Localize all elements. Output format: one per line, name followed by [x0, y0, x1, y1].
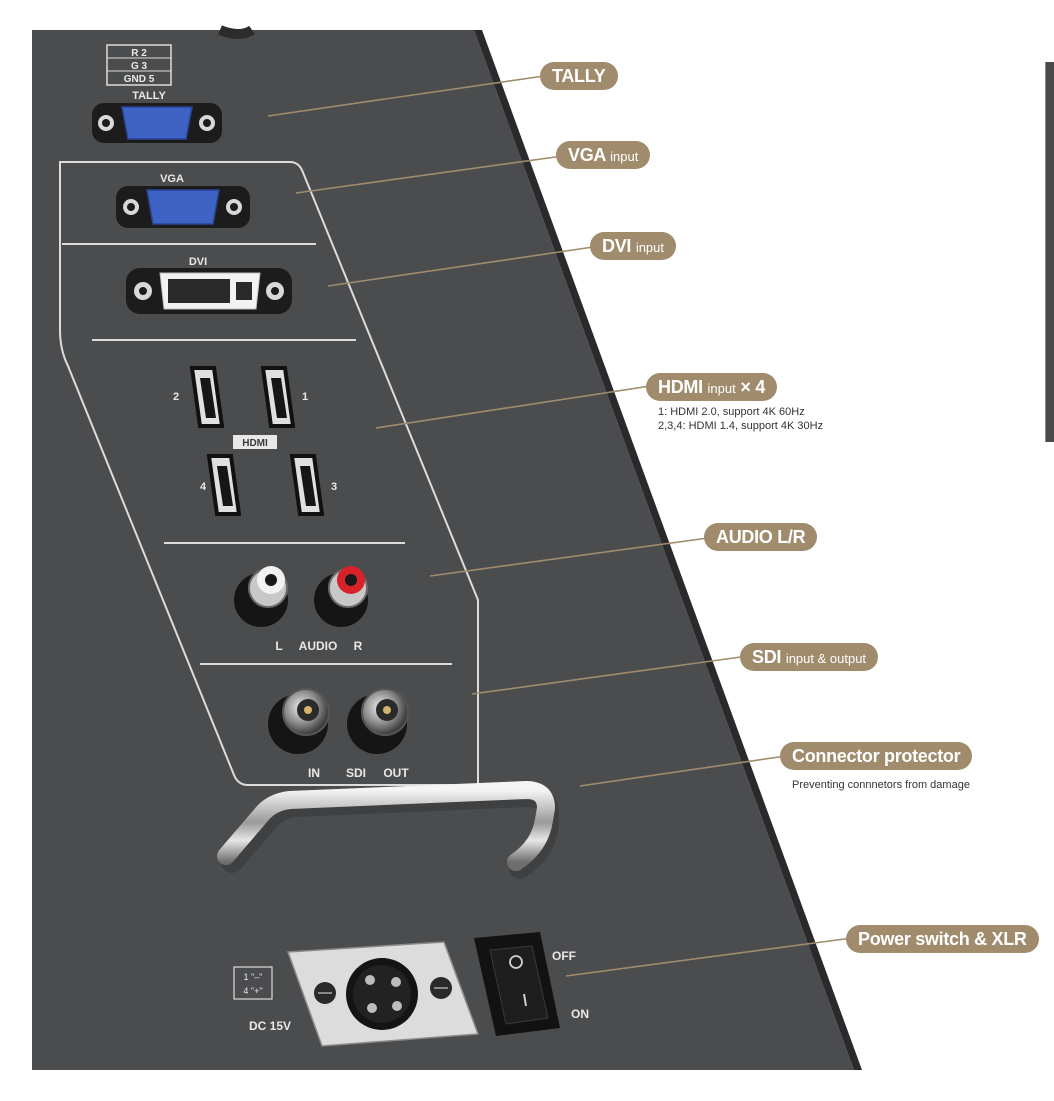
hdmi-callout-suffix: × 4	[740, 377, 766, 397]
connector-protector-handle	[217, 780, 559, 879]
switch-on-label: ON	[571, 1007, 589, 1021]
tally-legend-row: GND 5	[124, 74, 155, 85]
dc-voltage-label: DC 15V	[249, 1019, 291, 1033]
tally-legend-row: R 2	[131, 48, 147, 59]
xlr-power-connector	[286, 941, 480, 1047]
audio-l-label: L	[275, 639, 282, 653]
dvi-panel-label: DVI	[189, 256, 207, 268]
audio-r-jack	[314, 566, 368, 627]
housing-edge	[474, 30, 862, 1070]
power-callout-text: Power switch & XLR	[858, 929, 1027, 949]
hdmi-panel-label: HDMI	[242, 438, 268, 449]
tally-callout: TALLY	[540, 62, 618, 90]
power-rocker-switch	[474, 932, 560, 1036]
sdi-out-port	[347, 688, 409, 754]
hdmi-callout: HDMI input × 4	[646, 373, 778, 401]
sdi-callout-main: SDI	[752, 647, 782, 667]
hdmi-label-plate	[233, 435, 277, 449]
hdmi-port	[189, 366, 225, 428]
sdi-out-label: OUT	[383, 766, 409, 780]
sdi-callout-sub: input & output	[785, 651, 867, 666]
vga-port	[116, 186, 250, 228]
hdmi-callout-main: HDMI	[658, 377, 703, 397]
vga-callout: VGA input	[556, 141, 651, 169]
dvi-callout-main: DVI	[602, 236, 632, 256]
vga-callout-main: VGA	[568, 145, 606, 165]
audio-l-jack	[234, 566, 288, 627]
power-callout: Power switch & XLR	[846, 925, 1039, 953]
tally-callout-text: TALLY	[552, 66, 606, 86]
audio-leader-line	[429, 537, 709, 577]
sdi-leader-line	[471, 655, 749, 695]
sdi-in-label: IN	[308, 766, 320, 780]
audio-r-label: R	[354, 639, 363, 653]
hdmi-port	[289, 454, 325, 516]
hdmi-spec-notes: 1: HDMI 2.0, support 4K 60Hz 2,3,4: HDMI…	[658, 405, 823, 433]
protector-note: Preventing connnetors from damage	[792, 779, 970, 791]
hdmi-port	[206, 454, 242, 516]
dvi-port	[126, 268, 292, 314]
hdmi-port-number: 3	[331, 481, 337, 493]
tally-leader-line	[267, 75, 545, 117]
protector-callout-text: Connector protector	[792, 746, 961, 766]
sdi-callout: SDI input & output	[740, 643, 879, 671]
dvi-callout-sub: input	[635, 240, 665, 255]
switch-off-label: OFF	[552, 949, 576, 963]
vga-panel-label: VGA	[160, 173, 184, 185]
hdmi-port-number: 2	[173, 391, 179, 403]
hdmi-port	[260, 366, 296, 428]
dc-pin-box	[233, 966, 273, 1000]
sdi-in-port	[268, 688, 330, 754]
audio-panel-label: AUDIO	[299, 639, 338, 653]
dc-pin1-label: 1 "–"	[244, 972, 263, 982]
protector-leader-line	[579, 755, 787, 787]
hdmi-leader-line	[375, 385, 651, 429]
dc-pin4-label: 4 "+"	[243, 986, 262, 996]
tally-legend-row: G 3	[131, 61, 148, 72]
dvi-leader-line	[327, 245, 601, 287]
tally-port	[92, 103, 222, 143]
audio-callout-text: AUDIO L/R	[716, 527, 806, 547]
hdmi-callout-sub: input	[707, 381, 736, 396]
audio-callout: AUDIO L/R	[704, 523, 818, 551]
sdi-panel-label: SDI	[346, 766, 366, 780]
hdmi-port-number: 4	[200, 481, 207, 493]
vga-leader-line	[295, 154, 571, 194]
power-leader-line	[565, 937, 853, 977]
connector-plate	[59, 161, 479, 786]
top-strap	[218, 25, 255, 39]
adjacent-image-edge	[1045, 62, 1054, 442]
hdmi-port-number: 1	[302, 391, 308, 403]
tally-legend-box	[106, 44, 172, 86]
hdmi-spec-note: 1: HDMI 2.0, support 4K 60Hz	[658, 406, 805, 418]
dvi-callout: DVI input	[590, 232, 677, 260]
hdmi-spec-note: 2,3,4: HDMI 1.4, support 4K 30Hz	[658, 420, 824, 432]
vga-callout-sub: input	[610, 149, 639, 164]
tally-panel-label: TALLY	[132, 90, 166, 102]
protector-callout: Connector protector	[780, 742, 973, 770]
